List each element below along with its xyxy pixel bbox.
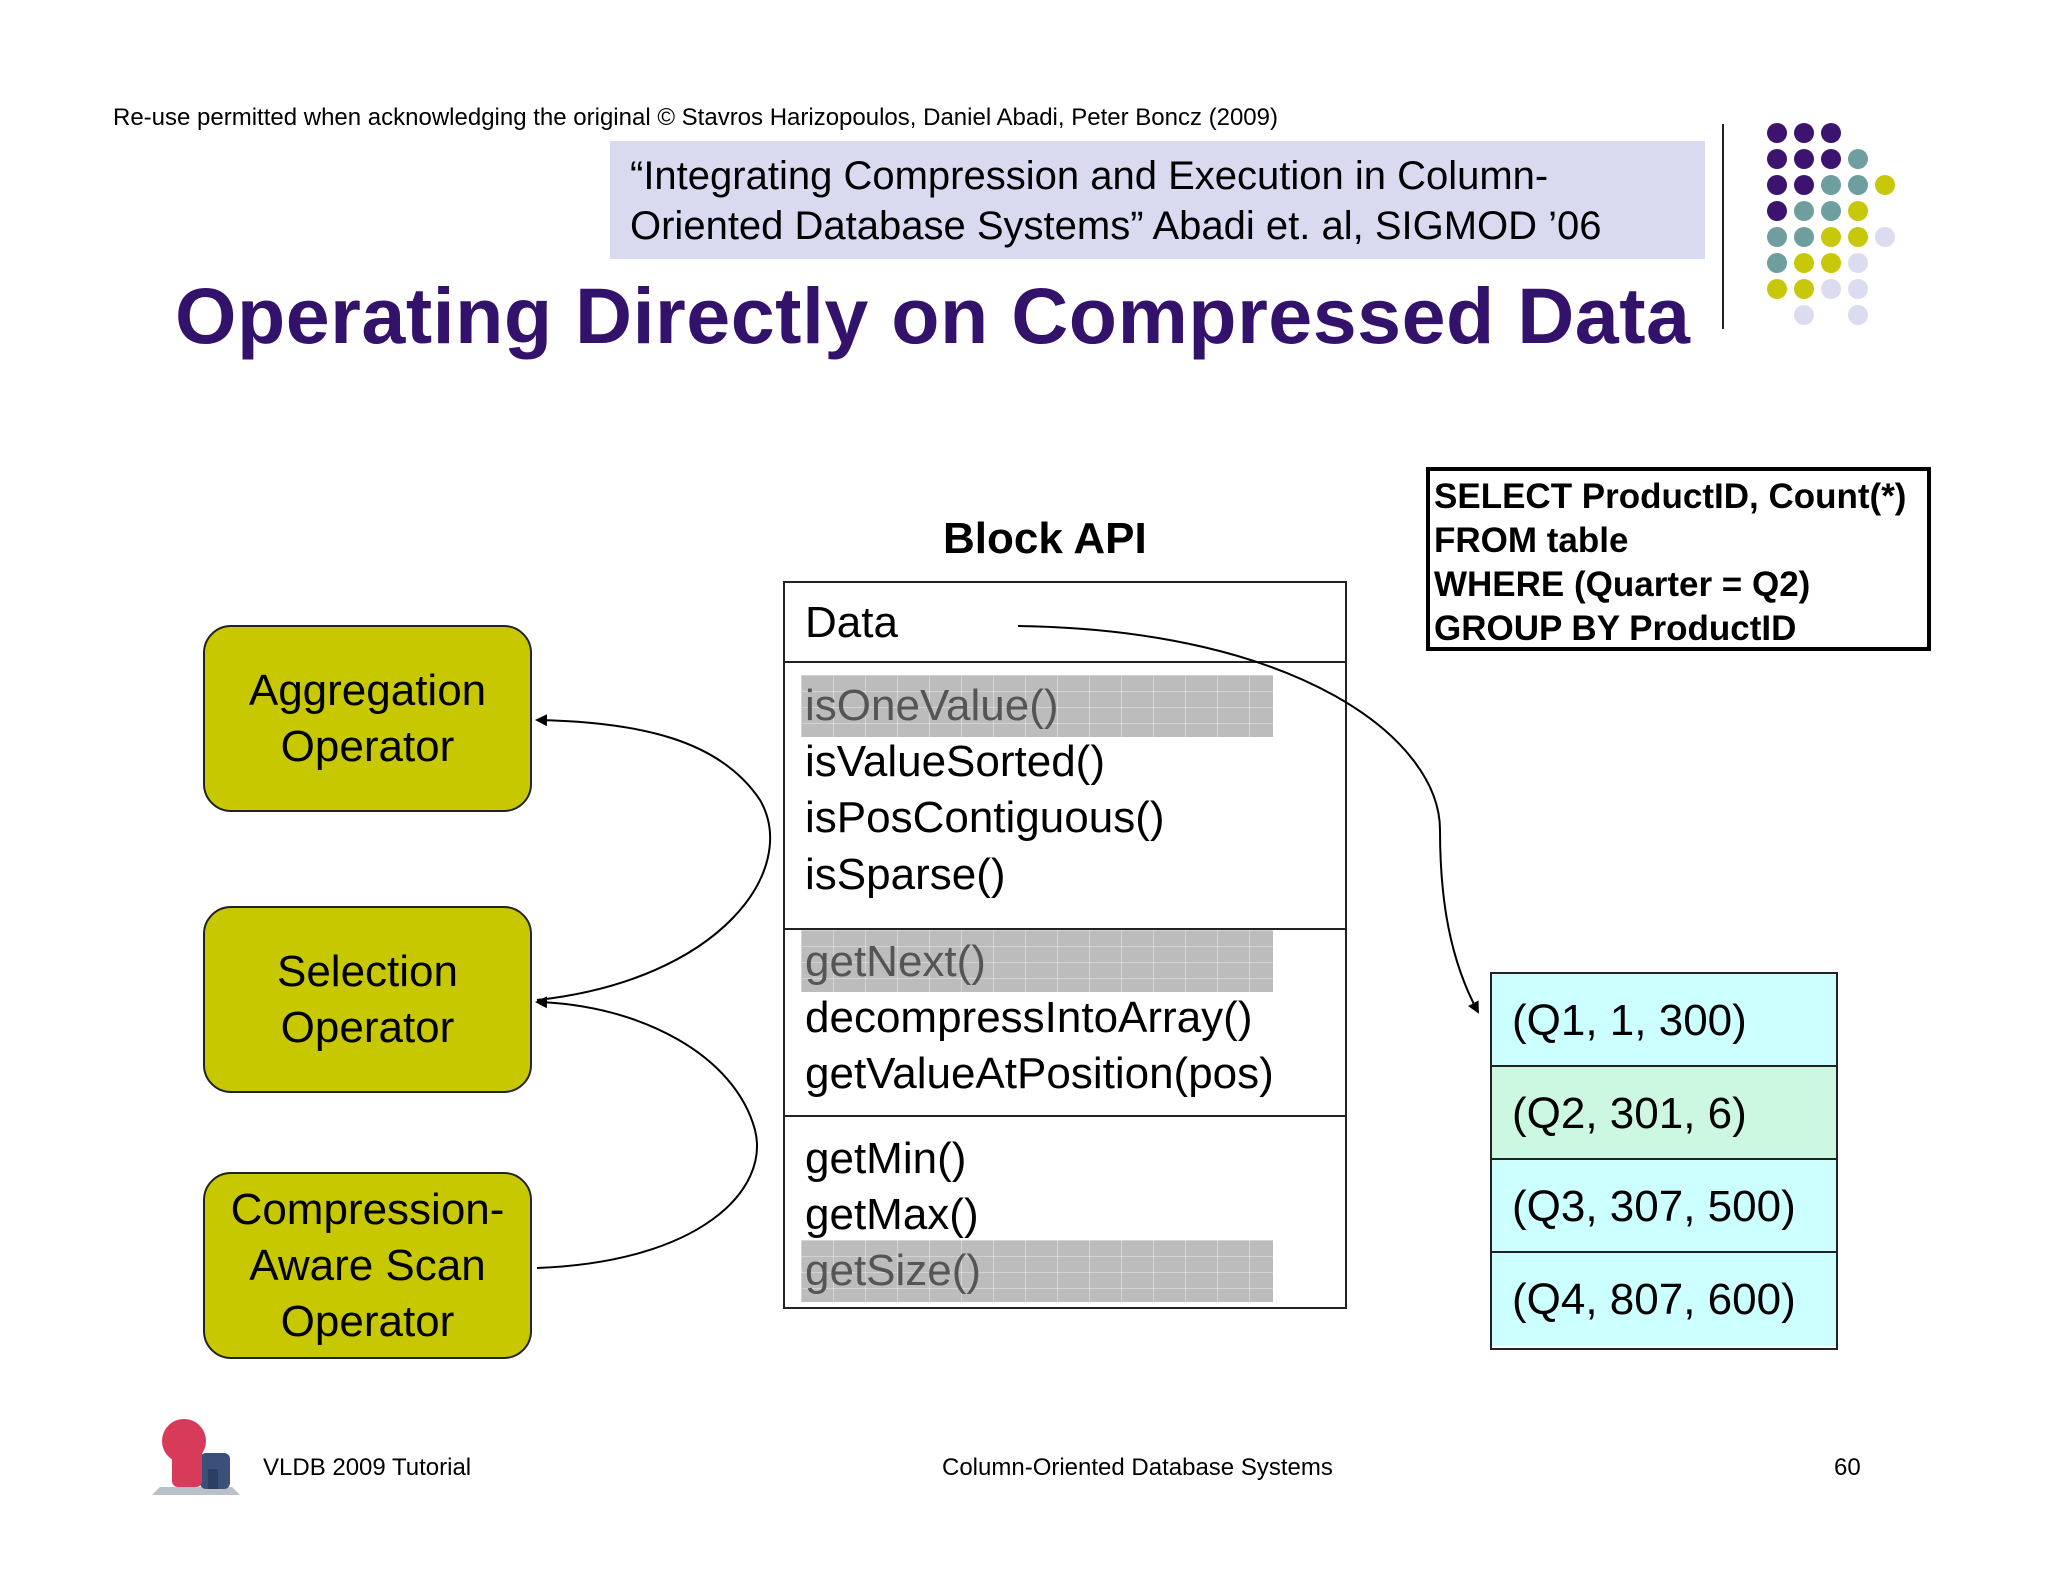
sql-line: GROUP BY ProductID bbox=[1434, 609, 1797, 648]
dot bbox=[1767, 279, 1787, 299]
api-method: isValueSorted() bbox=[805, 737, 1105, 786]
dot bbox=[1821, 175, 1841, 195]
dot bbox=[1794, 227, 1814, 247]
dot bbox=[1821, 149, 1841, 169]
lion-statue-icon bbox=[148, 1413, 248, 1503]
dot bbox=[1821, 123, 1841, 143]
arrow-scan-to-selection bbox=[535, 996, 758, 1269]
operator-label: Selection bbox=[276, 946, 458, 996]
sql-line: SELECT ProductID, Count(*) bbox=[1434, 477, 1907, 516]
dot bbox=[1794, 175, 1814, 195]
api-method: getValueAtPosition(pos) bbox=[805, 1049, 1274, 1098]
dot bbox=[1875, 175, 1895, 195]
dot bbox=[1848, 305, 1868, 325]
dot bbox=[1767, 253, 1787, 273]
citation-line-1: “Integrating Compression and Execution i… bbox=[630, 154, 1549, 198]
tuple-row: (Q2, 301, 6) bbox=[1492, 1067, 1836, 1160]
reuse-notice: Re-use permitted when acknowledging the … bbox=[113, 104, 1278, 131]
block-api-title: Block API bbox=[943, 514, 1147, 563]
dot bbox=[1767, 201, 1787, 221]
dot bbox=[1767, 149, 1787, 169]
dot bbox=[1848, 175, 1868, 195]
api-method: getSize() bbox=[805, 1246, 982, 1295]
tuple-row: (Q3, 307, 500) bbox=[1492, 1160, 1836, 1253]
footer-left: VLDB 2009 Tutorial bbox=[263, 1454, 472, 1481]
arrow-data-to-tuples bbox=[1017, 625, 1479, 1014]
highlight-bar bbox=[801, 675, 1273, 737]
sql-line: FROM table bbox=[1434, 521, 1629, 560]
sql-line: WHERE (Quarter = Q2) bbox=[1434, 565, 1811, 604]
dot bbox=[1767, 175, 1787, 195]
dot bbox=[1848, 201, 1868, 221]
arrow-selection-to-aggregation bbox=[535, 714, 771, 1001]
dot bbox=[1767, 123, 1787, 143]
slide-title: Operating Directly on Compressed Data bbox=[175, 271, 1691, 360]
api-method: decompressIntoArray() bbox=[805, 993, 1253, 1042]
api-section-access: getNext() decompressIntoArray() getValue… bbox=[785, 930, 1345, 1117]
rle-tuples-table: (Q1, 1, 300) (Q2, 301, 6) (Q3, 307, 500)… bbox=[1490, 972, 1838, 1350]
api-section-properties: isOneValue() isValueSorted() isPosContig… bbox=[785, 663, 1345, 930]
dot bbox=[1794, 279, 1814, 299]
dot bbox=[1794, 123, 1814, 143]
dot bbox=[1848, 227, 1868, 247]
aggregation-operator-box: Aggregation Operator bbox=[203, 625, 532, 812]
api-method: getMin() bbox=[805, 1134, 967, 1183]
dot bbox=[1794, 201, 1814, 221]
operator-label: Compression- bbox=[230, 1184, 505, 1234]
api-section-data: Data bbox=[785, 583, 1345, 663]
api-method: getMax() bbox=[805, 1190, 979, 1239]
dot bbox=[1821, 201, 1841, 221]
footer-center: Column-Oriented Database Systems bbox=[942, 1454, 1333, 1481]
api-method: isOneValue() bbox=[805, 681, 1059, 730]
dot bbox=[1848, 279, 1868, 299]
dot bbox=[1821, 227, 1841, 247]
api-method: isPosContiguous() bbox=[805, 793, 1165, 842]
api-method: Data bbox=[805, 598, 898, 647]
dot bbox=[1794, 253, 1814, 273]
highlight-bar bbox=[801, 930, 1273, 992]
dot bbox=[1767, 227, 1787, 247]
api-method: isSparse() bbox=[805, 850, 1006, 899]
block-api-box: Data isOneValue() isValueSorted() isPosC… bbox=[783, 581, 1347, 1309]
dot bbox=[1794, 305, 1814, 325]
header-divider bbox=[1722, 124, 1724, 329]
tuple-row: (Q1, 1, 300) bbox=[1492, 974, 1836, 1067]
highlight-bar bbox=[801, 1240, 1273, 1302]
dot bbox=[1821, 279, 1841, 299]
dot bbox=[1848, 253, 1868, 273]
api-section-stats: getMin() getMax() getSize() bbox=[785, 1117, 1345, 1307]
page-number: 60 bbox=[1834, 1454, 1861, 1481]
dot bbox=[1821, 253, 1841, 273]
dot bbox=[1875, 227, 1895, 247]
tuple-row: (Q4, 807, 600) bbox=[1492, 1253, 1836, 1346]
citation-box: “Integrating Compression and Execution i… bbox=[610, 141, 1705, 259]
operator-label: Aggregation bbox=[248, 665, 487, 715]
dot bbox=[1848, 149, 1868, 169]
sql-query-box: SELECT ProductID, Count(*) FROM table WH… bbox=[1426, 467, 1931, 651]
citation-line-2: Oriented Database Systems” Abadi et. al,… bbox=[630, 204, 1602, 248]
compression-aware-scan-operator-box: Compression- Aware Scan Operator bbox=[203, 1172, 532, 1359]
api-method: getNext() bbox=[805, 937, 986, 986]
operator-label: Aware Scan bbox=[249, 1240, 486, 1290]
operator-label: Operator bbox=[280, 1296, 455, 1346]
operator-label: Operator bbox=[280, 721, 455, 771]
selection-operator-box: Selection Operator bbox=[203, 906, 532, 1093]
dot bbox=[1794, 149, 1814, 169]
operator-label: Operator bbox=[280, 1002, 455, 1052]
